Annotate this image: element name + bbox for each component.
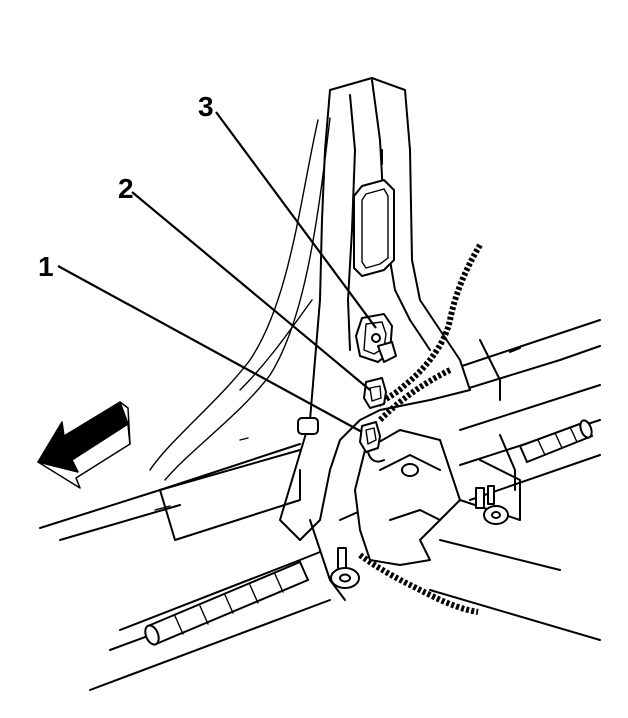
component-3-connector	[355, 313, 397, 363]
right-panel	[479, 339, 521, 491]
conduit-lower-left	[144, 560, 310, 646]
callout-2-leader	[131, 191, 371, 391]
callout-leaders	[57, 111, 377, 433]
wiring-harness	[358, 243, 483, 615]
callout-1-label: 1	[38, 251, 54, 282]
callout-3-leader	[215, 111, 377, 329]
callout-1-leader	[57, 265, 363, 433]
left-sill	[154, 417, 319, 541]
callout-2-label: 2	[118, 173, 134, 204]
forward-arrow-icon	[37, 401, 131, 489]
conduit-right	[518, 419, 594, 464]
b-pillar	[149, 77, 471, 541]
component-2-connector	[363, 377, 387, 409]
floor-studs	[330, 485, 509, 589]
component-1-connector	[359, 421, 385, 463]
callout-3-label: 3	[198, 91, 214, 122]
